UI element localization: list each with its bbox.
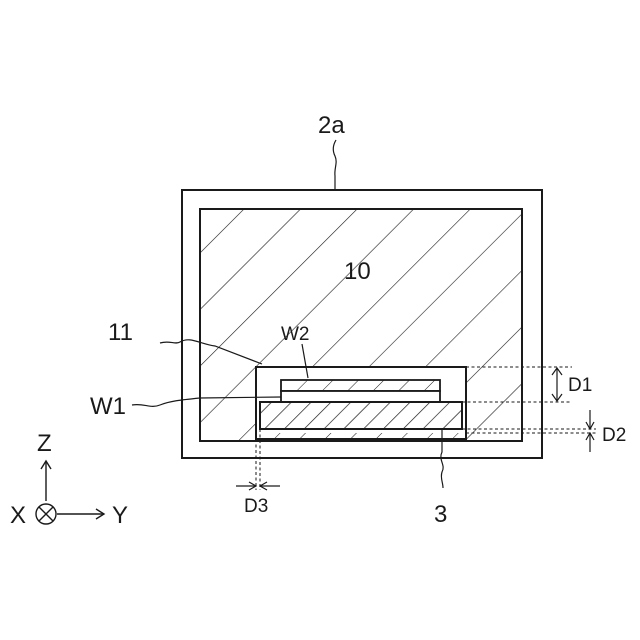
d2-arrow xyxy=(586,410,594,452)
axis-label-vertical: Z xyxy=(37,430,52,457)
label-window-top: W2 xyxy=(281,324,310,345)
label-dim-2: D2 xyxy=(602,425,626,446)
label-cavity: 11 xyxy=(108,319,133,346)
window-neck xyxy=(281,391,440,402)
d1-arrow xyxy=(552,368,562,401)
axis-label-depth: X xyxy=(10,502,26,529)
axis-indicator xyxy=(36,461,104,524)
label-substrate: 3 xyxy=(434,501,447,528)
label-dim-3: D3 xyxy=(244,496,268,517)
label-frame: 2a xyxy=(318,112,345,139)
window-layer xyxy=(281,380,440,391)
bottom-strip xyxy=(256,433,466,439)
axis-label-horizontal: Y xyxy=(112,502,128,529)
label-window-side: W1 xyxy=(90,393,126,420)
d3-arrow xyxy=(236,482,280,490)
substrate xyxy=(260,402,462,429)
label-region: 10 xyxy=(344,258,371,285)
label-dim-1: D1 xyxy=(568,375,592,396)
